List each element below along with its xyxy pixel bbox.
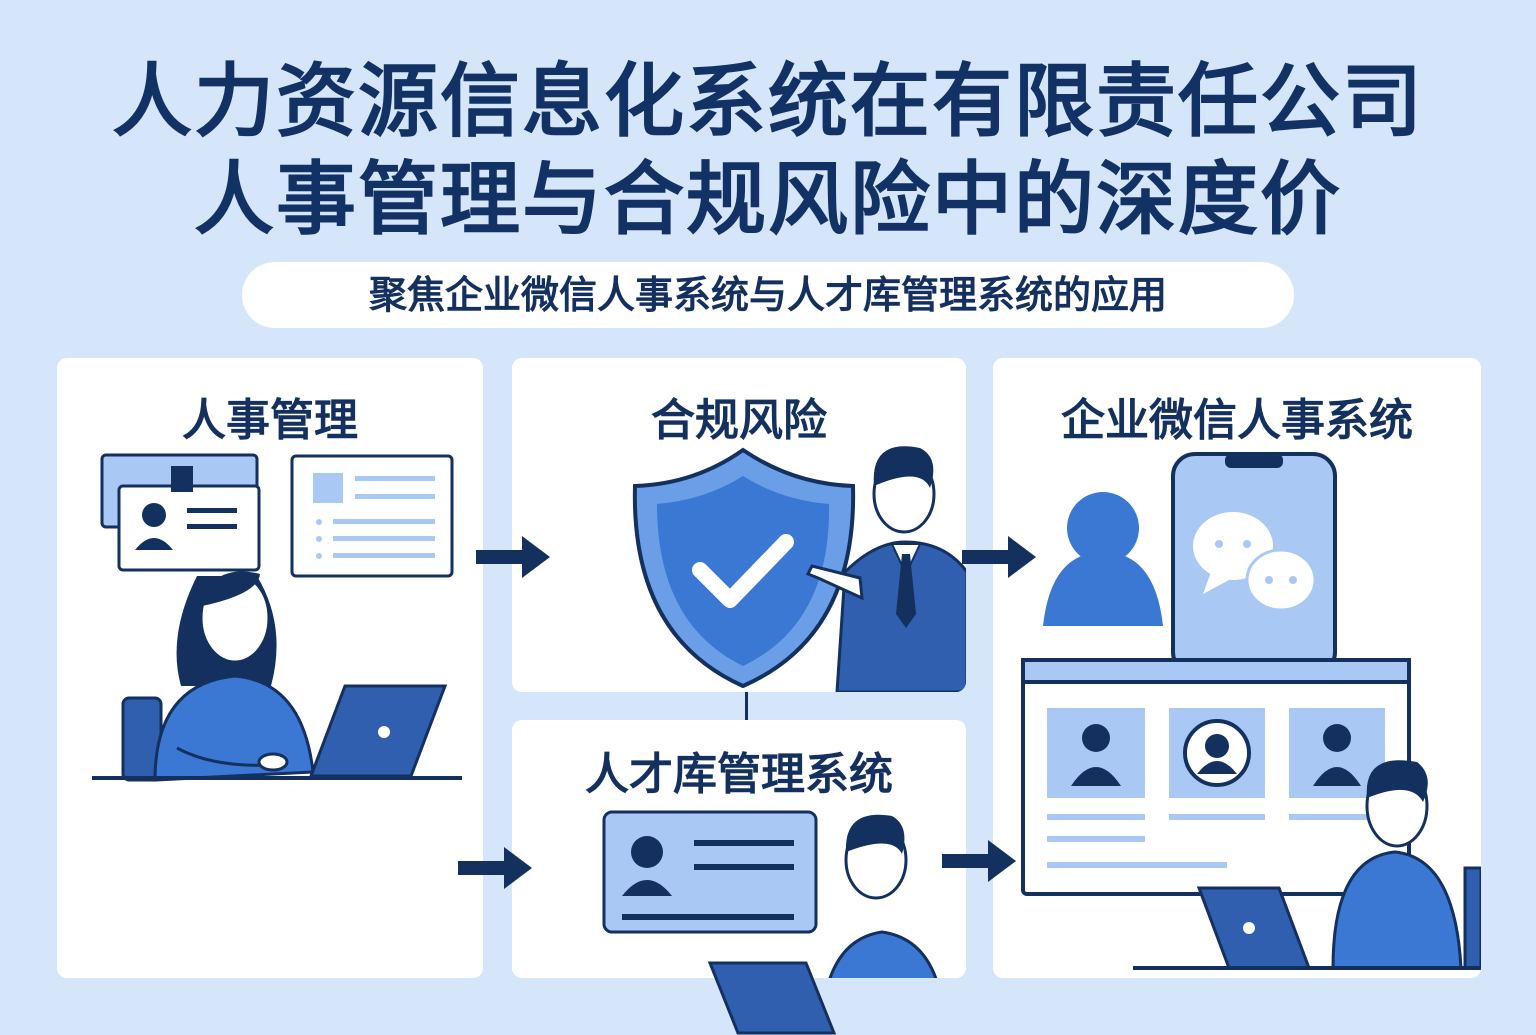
connector-line bbox=[745, 692, 748, 720]
main-title-line-2: 人事管理与合规风险中的深度价 bbox=[194, 153, 1342, 246]
hr-management-panel: 人事管理 bbox=[57, 358, 483, 978]
compliance-risk-panel: 合规风险 bbox=[512, 358, 966, 692]
arrow-right-icon bbox=[476, 536, 550, 578]
woman-worker-illustration bbox=[121, 571, 315, 782]
hr-management-illustration bbox=[92, 453, 462, 782]
wecom-illustration bbox=[1021, 452, 1481, 970]
document-icon bbox=[290, 454, 454, 578]
desk-line bbox=[92, 776, 462, 780]
browser-window-icon bbox=[1021, 658, 1411, 896]
wecom-hr-title: 企业微信人事系统 bbox=[1061, 395, 1413, 446]
arrow-right-icon bbox=[942, 840, 1016, 882]
laptop-icon bbox=[1196, 886, 1312, 970]
businessman-illustration bbox=[805, 446, 966, 692]
arrow-right-icon bbox=[458, 847, 532, 889]
hr-management-title: 人事管理 bbox=[182, 395, 358, 446]
talent-pool-illustration bbox=[602, 810, 938, 978]
arrow-right-icon bbox=[962, 536, 1036, 578]
subtitle-pill: 聚焦企业微信人事系统与人才库管理系统的应用 bbox=[242, 262, 1294, 328]
desk-line bbox=[1133, 966, 1481, 970]
laptop-icon bbox=[308, 684, 448, 778]
shield-check-icon bbox=[632, 447, 856, 689]
user-avatar-icon bbox=[1043, 492, 1163, 626]
compliance-risk-title: 合规风险 bbox=[651, 395, 827, 446]
profile-card-icon bbox=[602, 810, 818, 934]
talent-pool-title: 人才库管理系统 bbox=[585, 749, 893, 800]
compliance-illustration bbox=[632, 446, 966, 692]
laptop-icon bbox=[707, 961, 837, 1035]
man-worker-illustration bbox=[828, 814, 938, 978]
chat-bubble-icon bbox=[1193, 512, 1317, 612]
id-card-icon bbox=[100, 453, 261, 572]
main-title-line-1: 人力资源信息化系统在有限责任公司 bbox=[112, 55, 1424, 148]
wecom-hr-panel: 企业微信人事系统 bbox=[993, 358, 1481, 978]
talent-pool-panel: 人才库管理系统 bbox=[512, 720, 966, 978]
man-worker-illustration bbox=[1331, 760, 1481, 970]
